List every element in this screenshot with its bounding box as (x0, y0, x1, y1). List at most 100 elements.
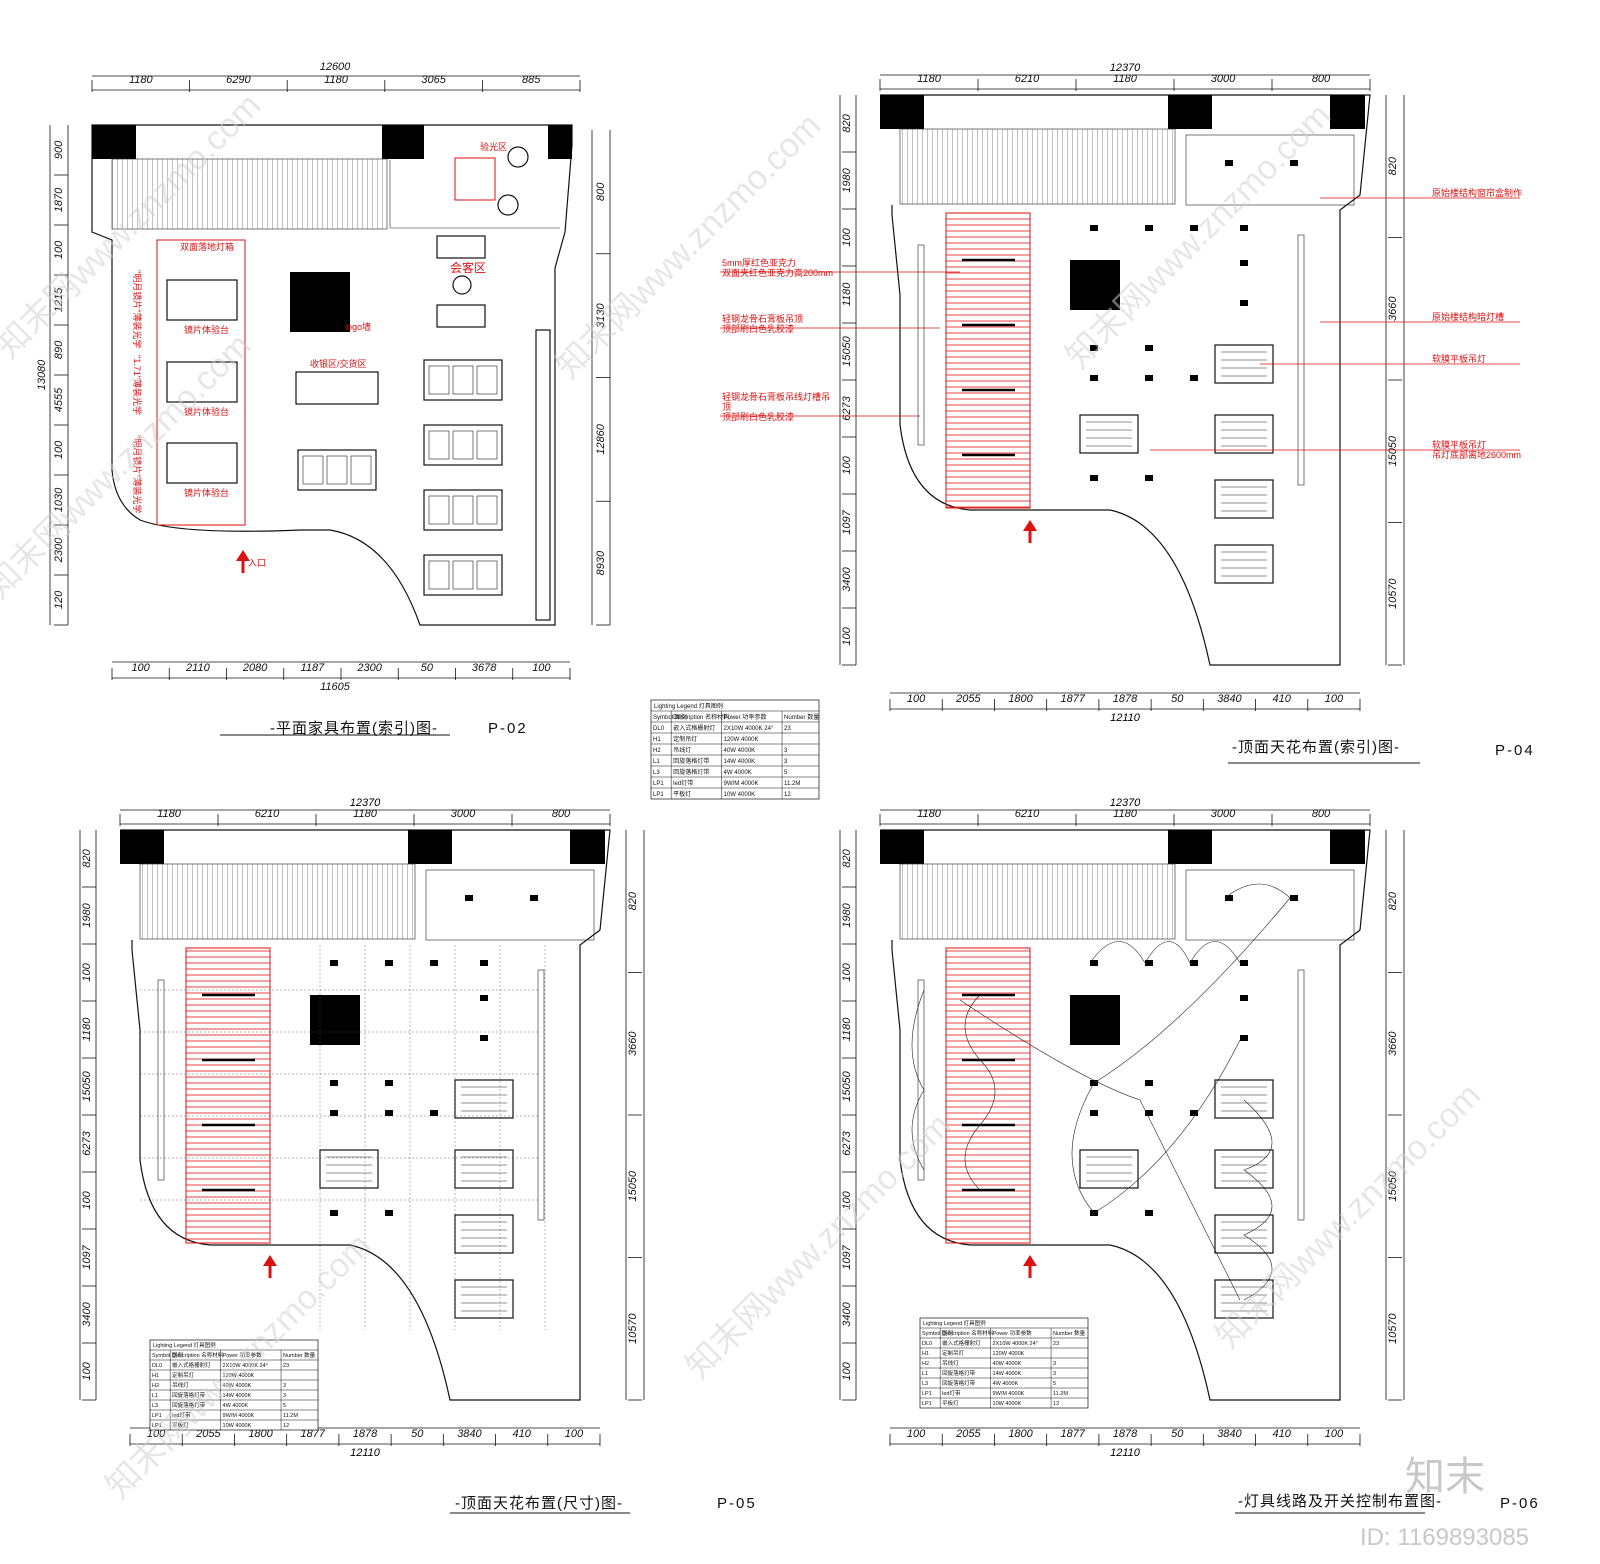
p06-right-dim-1: 3660 (1387, 1031, 1399, 1056)
p04-inspection-ceiling (1185, 134, 1355, 206)
p04-note-right-0: 原始楼结构窗帘盒制作 (1432, 187, 1522, 198)
legendP05-cell-5-2: 9W/M 4000K (223, 1413, 255, 1419)
p02-left-dim-9: 120 (53, 590, 65, 609)
p05-left-dim-4: 15050 (81, 1070, 93, 1101)
p05-entrance-arrow (263, 1255, 277, 1266)
p06-downlight-2 (1190, 960, 1198, 966)
p04-downlight-9 (1240, 260, 1248, 266)
legendMain-header-3: Number 数量 (784, 713, 819, 721)
p05-left-line-light (157, 979, 165, 1181)
legendP05-cell-3-2: 14W 4000K (223, 1393, 252, 1399)
p02-top-dim-3: 3065 (421, 74, 446, 86)
p02-left-dim-5: 4555 (53, 387, 65, 412)
p06-downlight-12 (1145, 1210, 1153, 1216)
legendP05-cell-6-3: 12 (283, 1423, 289, 1429)
p06-bottom-total: 12110 (1110, 1447, 1141, 1459)
legendMain-cell-6-1: 平板灯 (673, 790, 691, 798)
p05-downlight-11 (330, 1210, 338, 1216)
p06-bottom-dim-3: 1877 (1061, 1428, 1086, 1440)
legendP05-title: Lighting Legend 灯具图例 (153, 1341, 216, 1349)
p04-downlight-6 (1090, 375, 1098, 381)
p02-lens-label-2: "1.71"薄装光学 (132, 355, 143, 415)
p05-bottom-dim-4: 1878 (353, 1428, 378, 1440)
legendMain-cell-3-1: 回旋落格灯带 (673, 757, 709, 765)
legendP06-cell-6-1: 平板灯 (942, 1399, 959, 1407)
p04-bottom-dim-2: 1800 (1008, 693, 1033, 705)
p04-left-dim-8: 3400 (841, 566, 853, 591)
p06-left-dim-7: 1097 (841, 1244, 853, 1269)
legendMain-cell-6-2: 10W 4000K (724, 792, 756, 798)
p06-top-dim-0: 1180 (917, 808, 942, 820)
p05-right-dim-2: 15050 (627, 1170, 639, 1201)
p06-downlight-10 (1240, 1035, 1248, 1041)
p04-left-dim-3: 1180 (841, 282, 853, 307)
legendMain-header-1: Description 名称材料 (673, 713, 729, 721)
p06-top-dim-4: 800 (1312, 808, 1331, 820)
p05-panel-light-0 (454, 1079, 514, 1119)
legendP06-cell-2-2: 40W 4000K (993, 1361, 1022, 1367)
p05-column-1 (120, 830, 164, 864)
p05-top-dim-2: 1180 (353, 808, 378, 820)
p02-bottom-dim-5: 50 (421, 662, 434, 674)
p05-left-dim-2: 100 (81, 962, 93, 981)
p02-cabinet-4 (297, 449, 377, 491)
p06-bottom-dim-8: 100 (1325, 1428, 1344, 1440)
p05-column-3 (570, 830, 605, 864)
p06-circuit-5 (1243, 1099, 1273, 1301)
legendMain-cell-2-1: 吊线灯 (673, 746, 691, 754)
p06-left-line-light (917, 979, 925, 1181)
p05-top-total: 12370 (350, 797, 381, 809)
legendP05-cell-2-0: H2 (152, 1383, 159, 1389)
legendMain-cell-6-0: LP1 (653, 792, 664, 798)
p02-outer-wall (91, 124, 573, 626)
p05-bottom-total: 12110 (350, 1447, 381, 1459)
legendP05-cell-1-0: H1 (152, 1373, 159, 1379)
p06-downlight-3 (1240, 960, 1248, 966)
p05-left-dim-9: 100 (81, 1361, 93, 1380)
p06-logo-block (1070, 995, 1120, 1045)
p02-left-dim-4: 890 (53, 340, 65, 359)
p04-right-line-light (1297, 234, 1305, 486)
legendP06-cell-0-0: DL0 (922, 1341, 932, 1347)
p05-outer-wall (120, 829, 611, 1401)
p04-column-1 (880, 95, 924, 129)
legendP06-cell-3-3: 3 (1053, 1371, 1056, 1377)
p04-downlight-12 (1145, 475, 1153, 481)
p04-annotations: 5mm厚红色亚克力双面夹红色亚克力高200mm轻钢龙骨石膏板吊顶顶部刷白色乳胶漆… (720, 187, 1522, 460)
p05-column-2 (408, 830, 452, 864)
p02-entrance-arrow: 入口 (236, 550, 266, 573)
legendP06-title: Lighting Legend 灯具图例 (923, 1319, 986, 1327)
p04-left-dim-2: 100 (841, 227, 853, 246)
legendP06-cell-6-3: 12 (1053, 1401, 1059, 1407)
p02-column-1 (92, 125, 136, 159)
p02-column-3 (548, 125, 572, 159)
legendP05-cell-0-0: DL0 (152, 1363, 162, 1369)
p05-title: -顶面天花布置(尺寸)图- (455, 1495, 623, 1512)
p06-outer-wall (880, 829, 1371, 1401)
p02-column-2 (382, 125, 424, 159)
legendP06-cell-4-0: L3 (922, 1381, 928, 1387)
p02-left-dim-0: 900 (53, 140, 65, 159)
p04-top-dim-3: 3000 (1211, 73, 1236, 85)
p02-title: -平面家具布置(索引)图- (270, 720, 438, 737)
p02-cabinet-1 (423, 424, 503, 466)
legendMain-cell-5-2: 9W/M 4000K (724, 781, 759, 787)
p05-left-dim-5: 6273 (81, 1130, 93, 1155)
legendP05-cell-4-1: 回旋落格灯带 (172, 1401, 206, 1409)
p06-red-acrylic-ceiling (945, 947, 1031, 1244)
legendMain-header-2: Power 功率参数 (724, 713, 767, 721)
legendP05-header-0: Symbol 图例 (152, 1351, 183, 1359)
legendP05-cell-5-3: 11.2M (283, 1413, 298, 1419)
p02-double-lightbox (156, 239, 246, 526)
p02-lens-tables: 镜片体验台 镜片体验台 镜片体验台 (166, 279, 238, 498)
legendP05-cell-3-0: L1 (152, 1393, 158, 1399)
legendP06-header-2: Power 功率参数 (993, 1329, 1033, 1337)
